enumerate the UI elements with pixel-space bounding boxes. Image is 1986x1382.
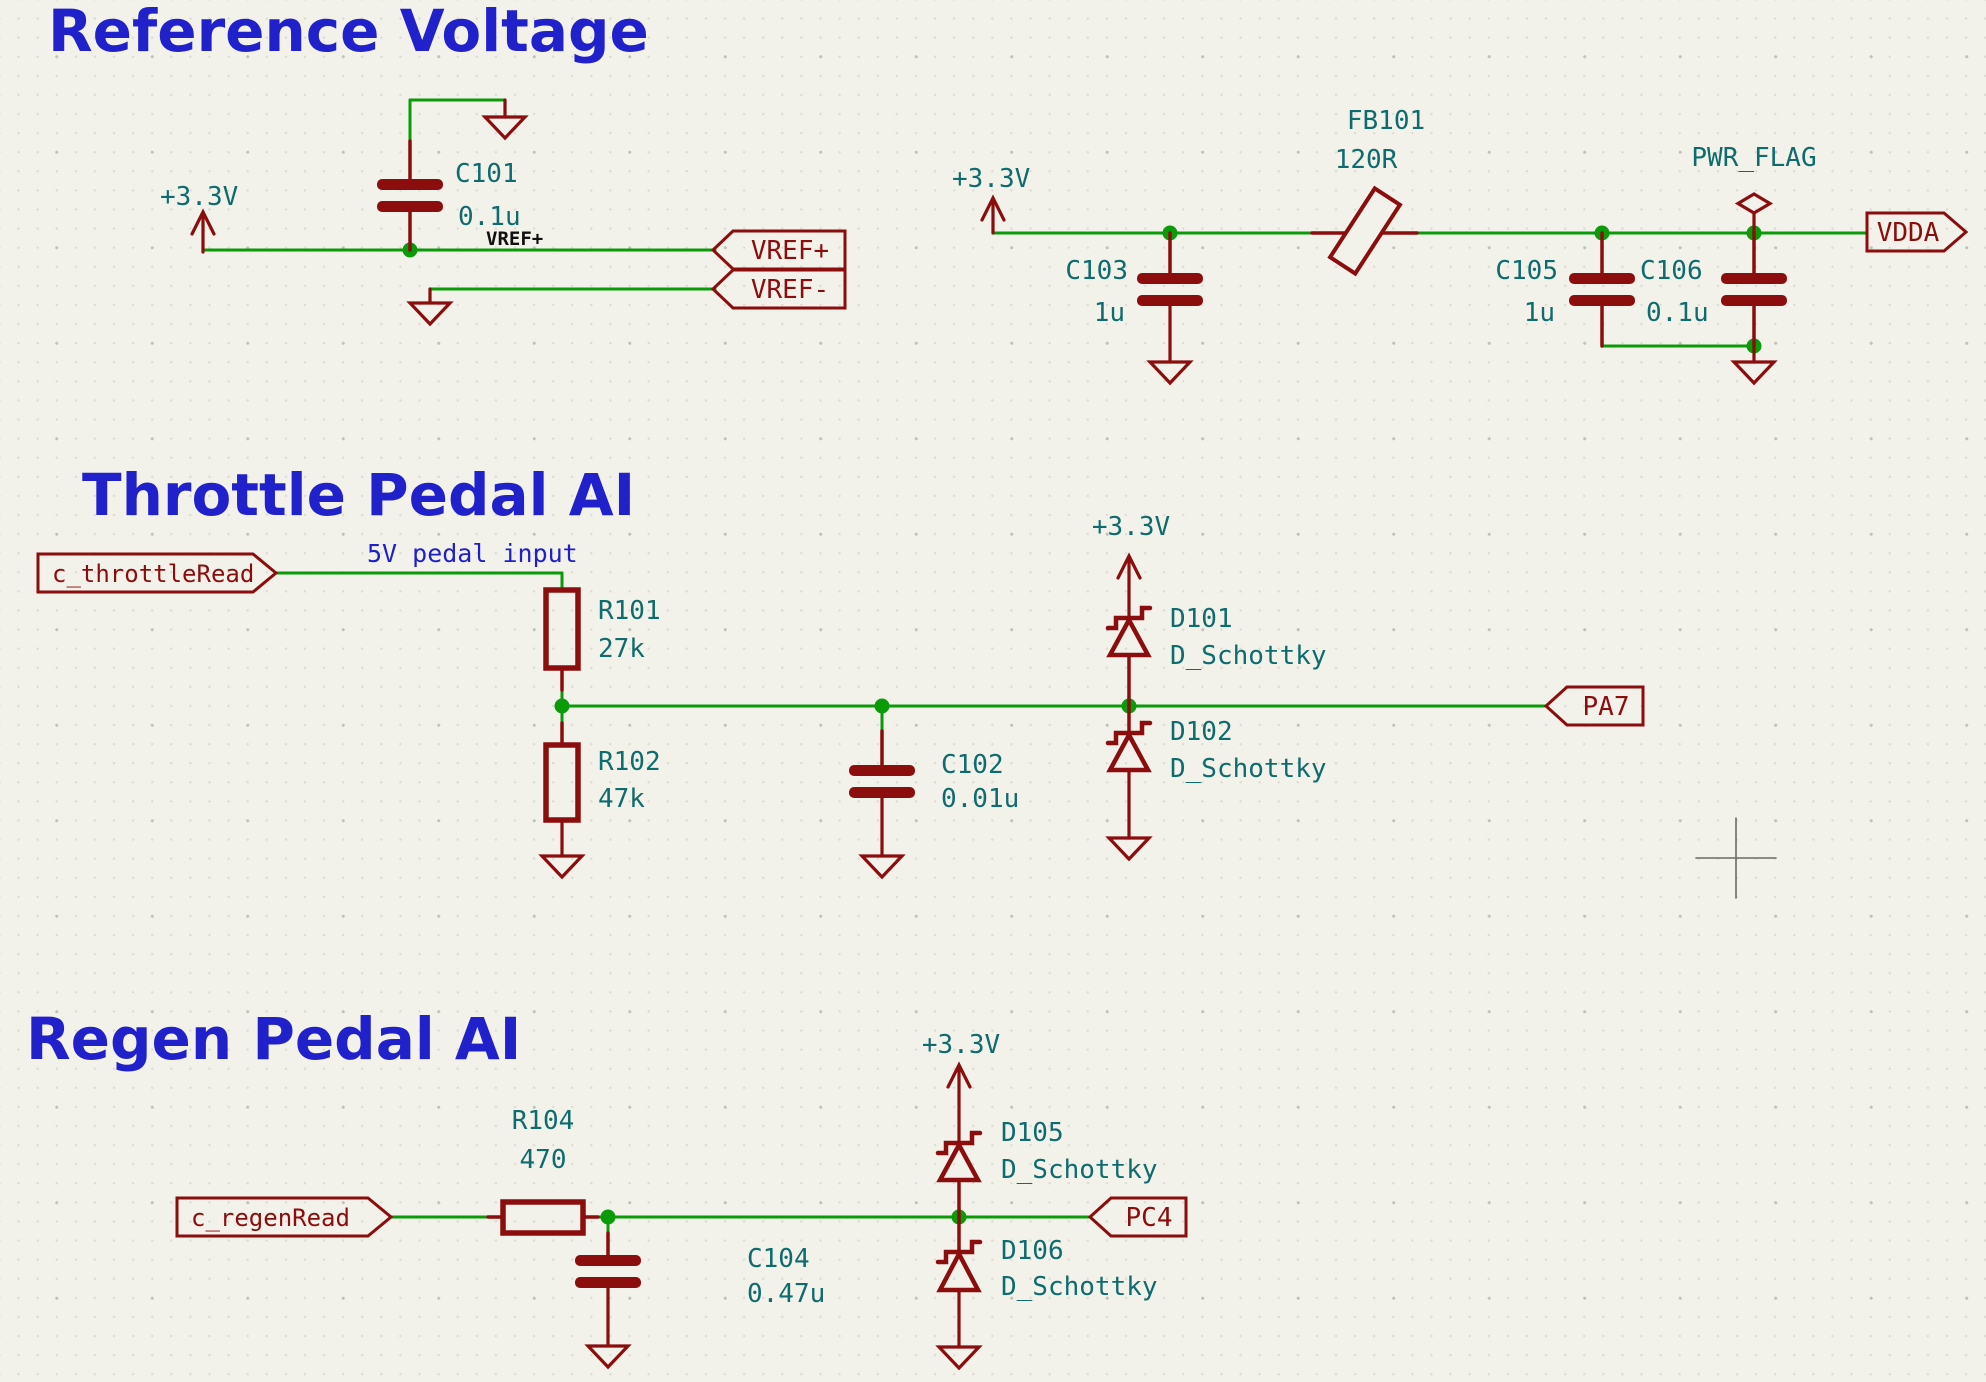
ref-d101[interactable]: D101 bbox=[1170, 604, 1233, 634]
value-d105[interactable]: D_Schottky bbox=[1001, 1155, 1158, 1185]
ref-c104[interactable]: C104 bbox=[747, 1244, 810, 1274]
hier-label-vdda-shape[interactable] bbox=[1865, 211, 1969, 253]
value-c102[interactable]: 0.01u bbox=[941, 784, 1020, 814]
hier-label-pc4[interactable]: PC4 bbox=[1125, 1203, 1173, 1233]
ground-symbols[interactable] bbox=[406, 98, 1778, 1371]
value-r102[interactable]: 47k bbox=[598, 784, 645, 814]
pwr-flag-symbol[interactable] bbox=[1734, 192, 1774, 235]
hier-label-pa7-shape[interactable] bbox=[1543, 685, 1645, 727]
hier-label-vref-plus-shape[interactable] bbox=[710, 229, 847, 271]
diode-d102[interactable] bbox=[1105, 704, 1153, 773]
section-title-regen[interactable]: Regen Pedal AI bbox=[26, 1005, 522, 1073]
power-label-3v3[interactable]: +3.3V bbox=[952, 164, 1031, 194]
power-label-3v3[interactable]: +3.3V bbox=[921, 1030, 1001, 1060]
value-r101[interactable]: 27k bbox=[598, 634, 645, 664]
junction-dot bbox=[874, 698, 890, 714]
capacitor-c103[interactable] bbox=[1137, 231, 1203, 306]
resistor-r101[interactable] bbox=[543, 587, 581, 692]
hier-label-throttle-read[interactable]: c_throttleRead bbox=[52, 560, 255, 588]
hier-label-throttle-read-shape[interactable] bbox=[36, 552, 279, 594]
ferrite-bead-fb101[interactable] bbox=[1310, 185, 1419, 277]
ref-fb101[interactable]: FB101 bbox=[1346, 106, 1426, 136]
gnd-symbol[interactable] bbox=[406, 287, 454, 327]
ref-c105[interactable]: C105 bbox=[1495, 256, 1558, 286]
power-3v3-symbol[interactable] bbox=[190, 208, 216, 254]
junctions bbox=[402, 225, 1762, 1225]
capacitor-c101[interactable] bbox=[377, 139, 443, 252]
hier-label-vref-minus[interactable]: VREF- bbox=[750, 275, 830, 305]
capacitor-c106[interactable] bbox=[1721, 231, 1787, 348]
hier-label-regen-read-shape[interactable] bbox=[175, 1196, 394, 1238]
value-d106[interactable]: D_Schottky bbox=[1001, 1272, 1158, 1302]
hier-label-vref-minus-shape[interactable] bbox=[710, 268, 847, 310]
value-r104[interactable]: 470 bbox=[519, 1145, 567, 1175]
hier-label-pa7[interactable]: PA7 bbox=[1582, 692, 1630, 722]
ref-r102[interactable]: R102 bbox=[598, 747, 661, 777]
value-c106[interactable]: 0.1u bbox=[1646, 298, 1709, 328]
gnd-symbol[interactable] bbox=[584, 1286, 632, 1370]
value-d101[interactable]: D_Schottky bbox=[1170, 641, 1327, 671]
power-label-3v3[interactable]: +3.3V bbox=[160, 182, 239, 212]
hier-label-vdda[interactable]: VDDA bbox=[1876, 218, 1940, 248]
diode-d101[interactable] bbox=[1105, 605, 1153, 708]
value-c103[interactable]: 1u bbox=[1093, 298, 1125, 328]
value-fb101[interactable]: 120R bbox=[1334, 145, 1398, 175]
power-3v3-symbol[interactable] bbox=[946, 1061, 972, 1145]
hier-label-shapes[interactable] bbox=[36, 211, 1969, 1238]
ref-d102[interactable]: D102 bbox=[1170, 717, 1233, 747]
net-note-5v-pedal-input[interactable]: 5V pedal input bbox=[367, 539, 578, 568]
ref-c101[interactable]: C101 bbox=[455, 159, 518, 189]
gnd-symbol[interactable] bbox=[858, 796, 906, 880]
gnd-symbol[interactable] bbox=[1730, 344, 1778, 386]
diode-d105[interactable] bbox=[935, 1130, 983, 1219]
value-c105[interactable]: 1u bbox=[1523, 298, 1555, 328]
ref-c106[interactable]: C106 bbox=[1640, 256, 1703, 286]
capacitor-c104[interactable] bbox=[575, 1231, 641, 1288]
value-c104[interactable]: 0.47u bbox=[747, 1279, 826, 1309]
cursor-crosshair bbox=[1695, 817, 1777, 899]
local-net-label-vref[interactable]: VREF+ bbox=[486, 228, 544, 250]
power-3v3-symbol[interactable] bbox=[1116, 552, 1142, 620]
power-symbols[interactable] bbox=[190, 192, 1774, 1145]
gnd-symbol[interactable] bbox=[538, 818, 586, 880]
gnd-symbol[interactable] bbox=[1105, 768, 1153, 862]
gnd-symbol[interactable] bbox=[481, 98, 529, 141]
power-3v3-symbol[interactable] bbox=[980, 194, 1006, 235]
diodes[interactable] bbox=[935, 605, 1153, 1293]
hier-label-vref-plus[interactable]: VREF+ bbox=[750, 236, 830, 266]
resistor-r104[interactable] bbox=[486, 1199, 600, 1236]
ref-d105[interactable]: D105 bbox=[1001, 1118, 1064, 1148]
gnd-symbol[interactable] bbox=[935, 1288, 983, 1371]
power-label-pwr-flag[interactable]: PWR_FLAG bbox=[1691, 143, 1817, 173]
resistor-r102[interactable] bbox=[543, 721, 581, 823]
ref-c103[interactable]: C103 bbox=[1065, 256, 1128, 286]
capacitor-c105[interactable] bbox=[1569, 231, 1635, 348]
section-title-throttle[interactable]: Throttle Pedal AI bbox=[82, 461, 636, 529]
ref-d106[interactable]: D106 bbox=[1001, 1236, 1064, 1266]
resistors[interactable] bbox=[486, 587, 600, 1236]
power-label-3v3[interactable]: +3.3V bbox=[1091, 512, 1171, 542]
ref-r101[interactable]: R101 bbox=[598, 596, 661, 626]
ref-r104[interactable]: R104 bbox=[511, 1106, 575, 1136]
junction-dot bbox=[600, 1209, 616, 1225]
capacitor-c102[interactable] bbox=[849, 729, 915, 798]
hier-label-pc4-shape[interactable] bbox=[1087, 1196, 1188, 1238]
diode-d106[interactable] bbox=[935, 1215, 983, 1293]
gnd-symbol[interactable] bbox=[1146, 304, 1194, 386]
value-c101[interactable]: 0.1u bbox=[458, 202, 521, 232]
hier-label-regen-read[interactable]: c_regenRead bbox=[191, 1204, 350, 1232]
value-d102[interactable]: D_Schottky bbox=[1170, 754, 1327, 784]
capacitors[interactable] bbox=[377, 139, 1787, 1288]
junction-dot bbox=[554, 698, 570, 714]
ref-c102[interactable]: C102 bbox=[941, 750, 1004, 780]
section-title-reference[interactable]: Reference Voltage bbox=[48, 0, 649, 65]
